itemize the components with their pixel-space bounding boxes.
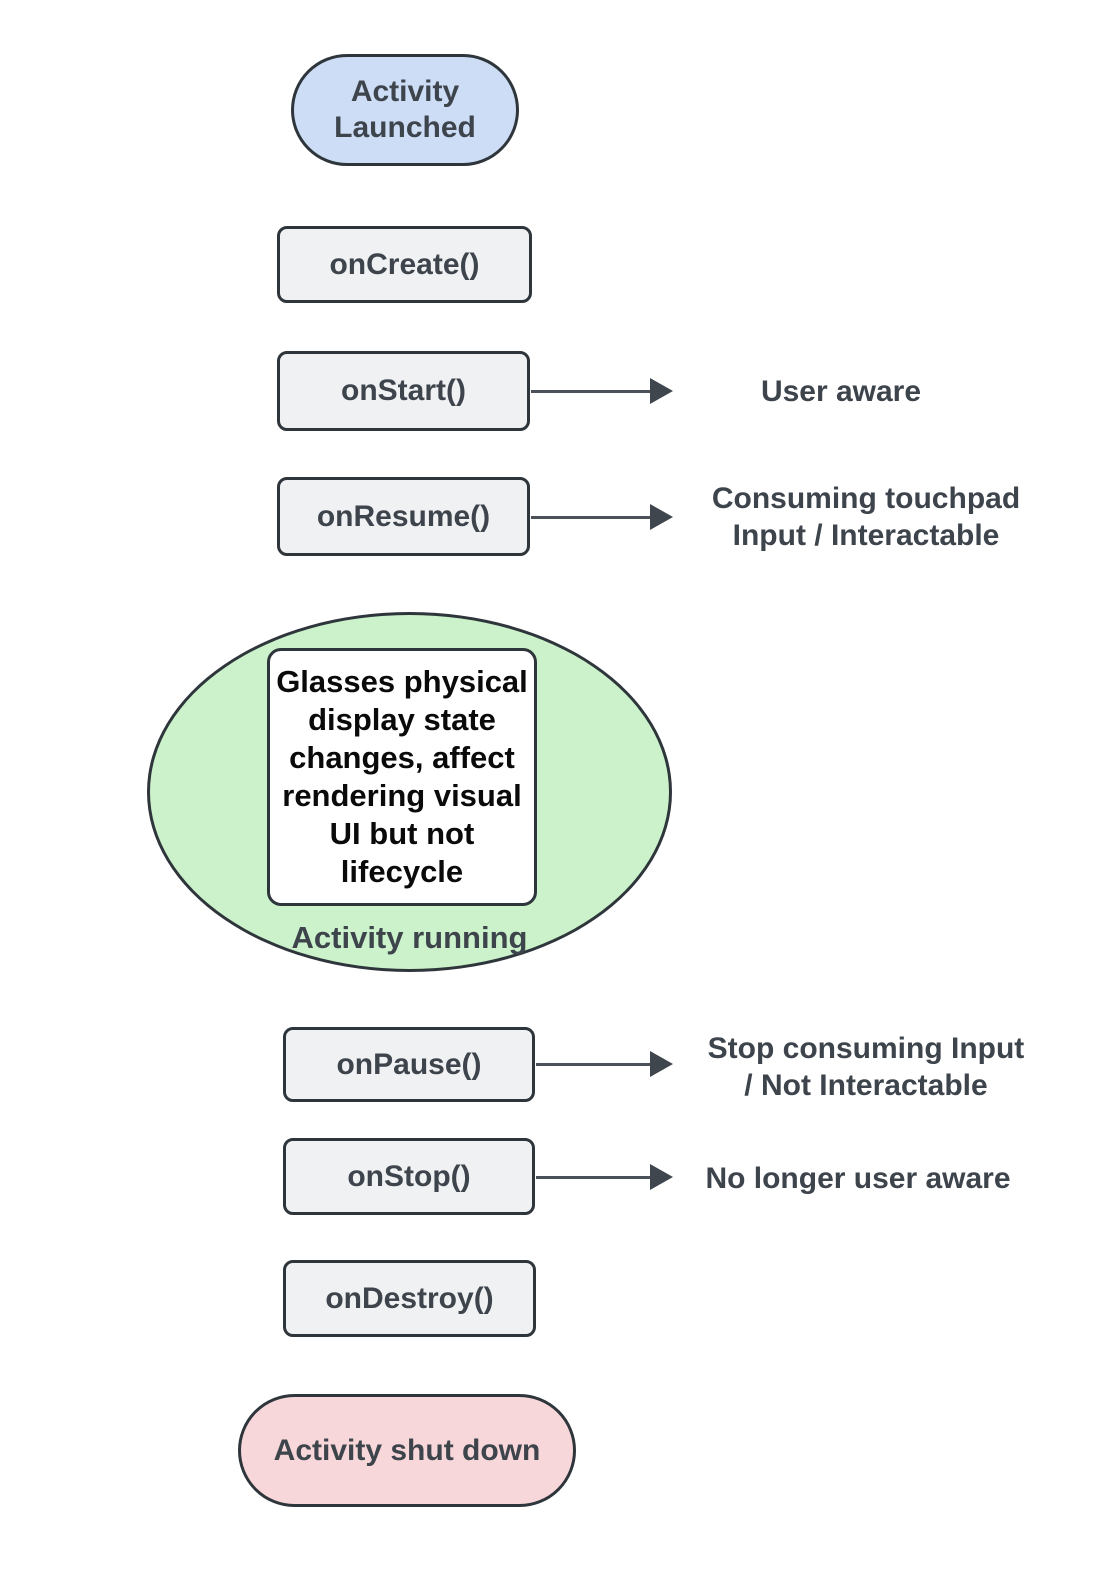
node-onstart: onStart(): [277, 351, 530, 431]
node-onpause-label: onPause(): [336, 1047, 482, 1081]
arrow-head-icon: [650, 1164, 673, 1190]
node-activity-launched: Activity Launched: [291, 54, 519, 166]
node-ondestroy: onDestroy(): [283, 1260, 536, 1337]
arrow-onstop-to-no-longer-aware: [536, 1164, 673, 1190]
node-oncreate-label: onCreate(): [329, 247, 480, 281]
node-oncreate: onCreate(): [277, 226, 532, 303]
arrow-onpause-to-stop-consuming: [536, 1051, 673, 1077]
node-onstart-label: onStart(): [341, 374, 466, 407]
node-activity-running: Glasses physical display state changes, …: [147, 612, 672, 972]
arrow-onresume-to-consuming-input: [531, 504, 673, 530]
node-onresume-label: onResume(): [316, 499, 491, 533]
arrow-head-icon: [650, 378, 673, 404]
arrow-head-icon: [650, 504, 673, 530]
node-onpause: onPause(): [283, 1027, 535, 1102]
annotation-no-longer-user-aware: No longer user aware: [705, 1162, 1011, 1195]
arrow-shaft: [536, 1175, 650, 1179]
activity-running-note-text: Glasses physical display state changes, …: [276, 664, 528, 889]
annotation-user-aware: User aware: [760, 375, 922, 408]
arrow-shaft: [531, 515, 650, 519]
node-activity-launched-label: Activity Launched: [334, 75, 476, 144]
arrow-head-icon: [650, 1051, 673, 1077]
annotation-consuming-touchpad: Consuming touchpad Input / Interactable: [711, 482, 1021, 552]
node-activity-shut-down-label: Activity shut down: [273, 1433, 541, 1467]
node-activity-shut-down: Activity shut down: [238, 1394, 576, 1507]
arrow-shaft: [536, 1062, 650, 1066]
arrow-shaft: [531, 389, 650, 393]
annotation-stop-consuming-input: Stop consuming Input / Not Interactable: [707, 1032, 1025, 1102]
node-onstop-label: onStop(): [347, 1159, 471, 1193]
node-activity-running-label: Activity running: [291, 920, 528, 955]
activity-running-note-box: Glasses physical display state changes, …: [267, 648, 537, 906]
arrow-onstart-to-user-aware: [531, 378, 673, 404]
node-onresume: onResume(): [277, 477, 530, 556]
node-ondestroy-label: onDestroy(): [325, 1281, 494, 1315]
node-onstop: onStop(): [283, 1138, 535, 1215]
